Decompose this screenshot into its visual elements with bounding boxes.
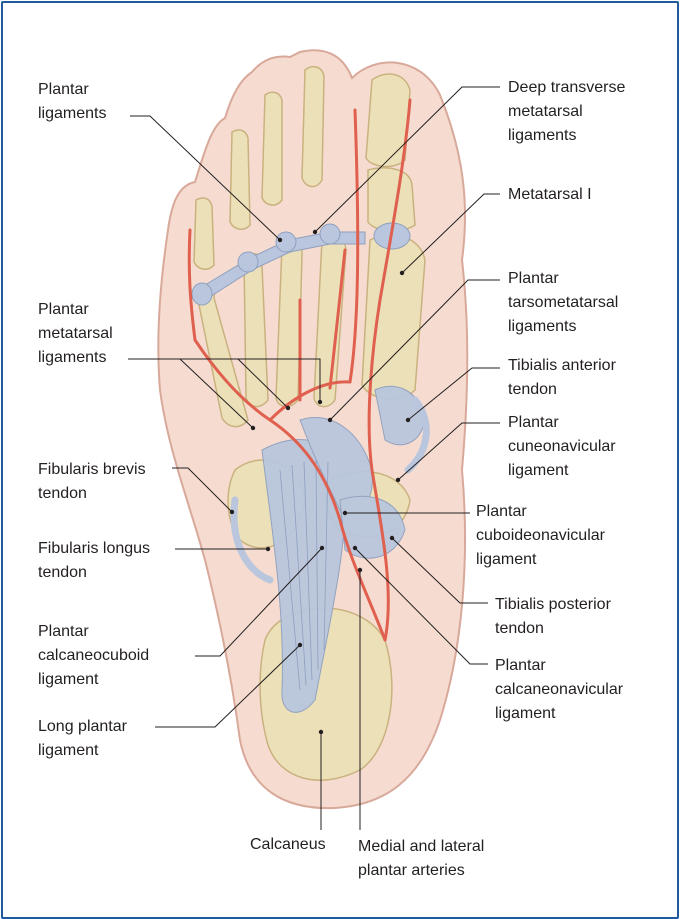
- ligament-striations: [279, 459, 329, 691]
- leader-lines: [128, 86, 500, 830]
- leader-tibialis-anterior: [407, 367, 500, 421]
- label-plantar-cuboideonavicular-ligament: Plantar cuboideonavicular ligament: [476, 503, 605, 568]
- leader-plantar-ligaments: [130, 115, 281, 241]
- label-calcaneus: Calcaneus: [250, 836, 326, 853]
- leader-plantar-cuneonavicular: [397, 422, 500, 481]
- label-plantar-calcaneocuboid-ligament: Plantar calcaneocuboid ligament: [38, 623, 150, 688]
- leader-plantar-metatarsal-2: [179, 358, 254, 429]
- leader-tibialis-posterior: [391, 537, 488, 604]
- leader-metatarsal-i: [401, 193, 500, 274]
- label-medial-lateral-plantar-arteries: Medial and lateral plantar arteries: [358, 838, 485, 879]
- label-tibialis-anterior-tendon: Tibialis anterior tendon: [508, 357, 616, 398]
- label-plantar-cuneonavicular-ligament: Plantar cuneonavicular ligament: [508, 414, 616, 479]
- label-plantar-calcaneonavicular-ligament: Plantar calcaneonavicular ligament: [495, 657, 624, 722]
- leader-deep-transverse: [314, 86, 500, 233]
- label-plantar-metatarsal-ligaments: Plantar metatarsal ligaments: [38, 301, 113, 366]
- leader-plantar-metatarsal-3: [237, 358, 289, 409]
- label-long-plantar-ligament: Long plantar ligament: [38, 718, 127, 759]
- plantar-ligaments-mass: [261, 385, 426, 713]
- plantar-arteries: [187, 98, 412, 642]
- label-deep-transverse-metatarsal-ligaments: Deep transverse metatarsal ligaments: [508, 79, 626, 144]
- leader-fibularis-brevis: [172, 467, 233, 513]
- label-plantar-tarsometatarsal-ligaments: Plantar tarsometatarsal ligaments: [508, 270, 619, 335]
- leader-dots: [229, 229, 411, 735]
- leader-plantar-calcaneonavicular: [354, 547, 488, 665]
- label-metatarsal-i: Metatarsal I: [508, 186, 592, 203]
- phalanges: [193, 65, 416, 270]
- label-plantar-ligaments: Plantar ligaments: [38, 81, 107, 122]
- leader-plantar-calcaneocuboid: [195, 547, 323, 657]
- label-fibularis-longus-tendon: Fibularis longus tendon: [38, 540, 151, 581]
- leader-plantar-tarsometatarsal: [329, 279, 500, 421]
- label-tibialis-posterior-tendon: Tibialis posterior tendon: [495, 596, 611, 637]
- leader-long-plantar: [155, 644, 301, 728]
- leader-plantar-metatarsal-1: [128, 358, 321, 402]
- label-fibularis-brevis-tendon: Fibularis brevis tendon: [38, 461, 146, 502]
